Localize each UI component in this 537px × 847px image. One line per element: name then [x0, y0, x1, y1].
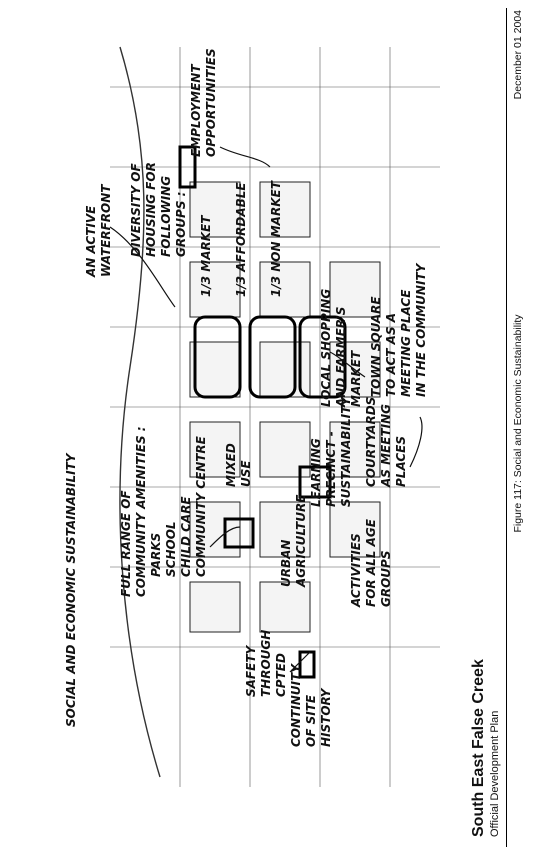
note-employment-1: EMPLOYMENT	[189, 64, 203, 157]
note-housing-2: 1/3 AFFORDABLE	[234, 182, 248, 297]
note-amenities-5: CHILD CARE	[179, 496, 193, 577]
note-amenities-3: PARKS	[149, 533, 163, 577]
note-learning-1: LEARNING	[309, 438, 323, 507]
note-continuity-2: OF SITE	[304, 694, 318, 747]
note-diversity-1: DIVERSITY OF	[129, 162, 143, 257]
note-active-waterfront-2: WATERFRONT	[99, 184, 113, 277]
note-safety-1: SAFETY	[244, 644, 258, 697]
note-active-waterfront-1: AN ACTIVE	[84, 205, 98, 278]
note-amenities-1: FULL RANGE OF	[119, 490, 133, 597]
waterfront-edge	[119, 46, 161, 778]
page-footer: South East False Creek Official Developm…	[462, 0, 532, 847]
note-local-shopping-3: MARKET	[349, 350, 363, 407]
note-learning-2: PRECINCT -	[324, 431, 338, 507]
leader-lines	[109, 146, 423, 673]
project-title: South East False Creek	[470, 659, 487, 837]
street-grid	[110, 47, 440, 787]
note-courtyards-2: AS MEETING	[379, 404, 393, 488]
note-courtyards-3: PLACES	[394, 436, 408, 487]
note-local-shopping-2: AND FARMER'S	[334, 307, 348, 408]
plan-subtitle: Official Development Plan	[489, 710, 501, 837]
note-town-square-3: MEETING PLACE	[399, 289, 413, 397]
note-safety-3: CPTED	[274, 653, 288, 697]
figure-caption: Figure 117: Social and Economic Sustaina…	[512, 314, 524, 533]
note-amenities-6: COMMUNITY CENTRE	[194, 435, 208, 577]
note-continuity-1: CONTINUITY	[289, 663, 303, 747]
note-employment-2: OPPORTUNITIES	[204, 48, 218, 157]
note-mixed-use-2: USE	[239, 460, 253, 487]
note-local-shopping-1: LOCAL SHOPPING	[319, 289, 333, 407]
note-learning-3: SUSTAINABILITY	[339, 396, 353, 507]
note-safety-2: THROUGH	[259, 630, 273, 697]
note-housing-1: 1/3 MARKET	[199, 215, 213, 297]
note-continuity-3: HISTORY	[319, 687, 333, 747]
note-mixed-use-1: MIXED	[224, 443, 238, 487]
note-amenities-2: COMMUNITY AMENITIES :	[134, 426, 148, 597]
note-activities-2: FOR ALL AGE	[364, 518, 378, 607]
note-diversity-2: HOUSING FOR	[144, 162, 158, 257]
note-activities-1: ACTIVITIES	[349, 533, 363, 608]
note-housing-3: 1/3 NON MARKET	[269, 180, 283, 297]
note-courtyards-1: COURTYARDS	[364, 397, 378, 487]
footer-rule	[506, 8, 507, 847]
note-amenities-4: SCHOOL	[164, 521, 178, 577]
highlighted-blocks	[178, 145, 347, 679]
note-activities-3: GROUPS	[379, 551, 393, 607]
note-town-square-2: TO ACT AS A	[384, 313, 398, 397]
note-urban-ag-1: URBAN	[279, 540, 293, 587]
note-town-square-1: TOWN SQUARE	[369, 296, 383, 397]
note-diversity-4: GROUPS :	[174, 192, 188, 257]
note-town-square-4: IN THE COMMUNITY	[414, 262, 428, 397]
note-urban-ag-2: AGRICULTURE	[294, 494, 308, 588]
note-diversity-3: FOLLOWING	[159, 176, 173, 257]
sketch-title: SOCIAL AND ECONOMIC SUSTAINABILITY	[64, 452, 78, 727]
document-date: December 01 2004	[512, 10, 524, 100]
